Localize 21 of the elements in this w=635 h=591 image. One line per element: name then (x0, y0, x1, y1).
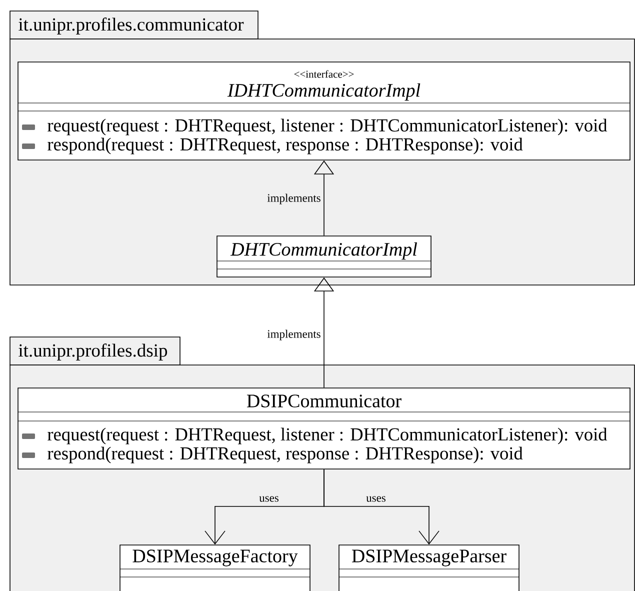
method-signature: request(request : DHTRequest, listener : DHTCommunicatorListener): void (48, 428, 608, 444)
class-name: DHTCommunicatorImpl (230, 242, 417, 260)
class-box (18, 62, 630, 160)
arrow (324, 469, 440, 545)
method-signature: respond(request : DHTRequest, response : DHTResponse): void (48, 446, 523, 464)
node-label: it.unipr.profiles.communicator (18, 18, 244, 34)
method-signature: request(request : DHTRequest, listener : DHTCommunicatorListener): void (48, 118, 608, 136)
edge-label: uses (365, 495, 387, 503)
method-signature: respond(request : DHTRequest, response : DHTResponse): void (48, 138, 523, 154)
class-name: DSIPCommunicator (246, 394, 402, 408)
class-name: IDHTCommunicatorImpl (227, 83, 420, 101)
edge-label: uses (258, 495, 280, 503)
node-label: it.unipr.profiles.dsip (18, 344, 168, 360)
class-box (216, 236, 432, 278)
class-name: DSIPMessageParser (352, 550, 506, 566)
edge-label: implements (266, 192, 322, 206)
class-box (18, 388, 630, 470)
class-box (120, 544, 310, 591)
stereotype: <<interface>> (294, 70, 354, 78)
class-box (338, 544, 520, 591)
class-name: DSIPMessageFactory (132, 550, 298, 566)
